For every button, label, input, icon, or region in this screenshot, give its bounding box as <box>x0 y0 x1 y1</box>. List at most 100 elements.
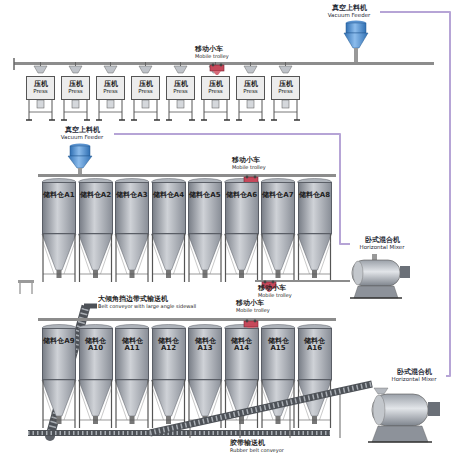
silo-frame <box>115 325 149 429</box>
storage-silo: 储料仓A10 <box>79 328 113 380</box>
node-subtitle: Press <box>208 89 222 95</box>
press-box: 压机Press <box>61 76 90 100</box>
storage-silo: 储料仓A3 <box>115 182 149 234</box>
node-subtitle: Press <box>68 89 82 95</box>
silo-frame <box>261 179 295 283</box>
storage-silo: 储料仓A7 <box>261 182 295 234</box>
mixer-motor <box>400 266 410 278</box>
collecting-belt <box>28 430 330 436</box>
node-title: 压机 <box>209 81 223 88</box>
silo-frame <box>152 179 186 283</box>
mobile-trolley <box>210 64 224 75</box>
mixer-endcap <box>353 261 363 285</box>
node-subtitle: Press <box>138 89 152 95</box>
mixer-endcap <box>373 395 385 425</box>
storage-silo: 储料仓A13 <box>188 328 222 380</box>
storage-silo: 储料仓A9 <box>42 328 76 380</box>
storage-silo: 储料仓A15 <box>261 328 295 380</box>
storage-silo: 储料仓A12 <box>152 328 186 380</box>
stand-leg <box>20 283 21 294</box>
node-title: 储料仓A3 <box>116 192 147 199</box>
feeder-pipe <box>78 168 82 174</box>
feeder-pipe <box>354 48 358 62</box>
node-title: 压机 <box>279 81 293 88</box>
feeder-cone <box>68 156 92 168</box>
material-pipe <box>114 134 350 244</box>
feeder-body <box>346 23 366 33</box>
silo-frame <box>42 179 76 283</box>
press-frame <box>61 62 90 120</box>
storage-silo: 储料仓A11 <box>115 328 149 380</box>
press-box: 压机Press <box>166 76 195 100</box>
node-subtitle: Press <box>33 89 47 95</box>
node-title: 储料仓A15 <box>262 338 294 353</box>
node-title: 储料仓A6 <box>226 192 257 199</box>
bottom-rail <box>38 318 336 321</box>
silo-frame <box>115 179 149 283</box>
callout-label: 胶带输送机 <box>230 440 265 447</box>
node-subtitle: Vacuum Feeder <box>328 13 371 19</box>
equipment-label: 卧式混合机Horizontal Mixer <box>350 234 414 254</box>
mixer-stand <box>372 426 428 442</box>
press-box: 压机Press <box>131 76 160 100</box>
material-pipe <box>380 12 450 376</box>
node-title: 压机 <box>104 81 118 88</box>
node-subtitle: Press <box>243 89 257 95</box>
press-frame <box>26 62 55 120</box>
press-frame <box>166 62 195 120</box>
press-box: 压机Press <box>26 76 55 100</box>
callout-label: 大倾角挡边带式输送机 <box>98 296 168 303</box>
node-title: 卧式混合机 <box>397 369 432 376</box>
storage-silo: 储料仓A8 <box>298 182 332 234</box>
node-title: 储料仓A16 <box>299 338 331 353</box>
press-frame <box>236 62 265 120</box>
silo-frame <box>79 325 113 429</box>
storage-silo: 储料仓A6 <box>225 182 259 234</box>
storage-silo: 储料仓A1 <box>42 182 76 234</box>
press-frame <box>271 62 300 120</box>
node-title: 储料仓A4 <box>153 192 184 199</box>
node-title: 储料仓A8 <box>299 192 330 199</box>
callout-label: 移动小车 <box>258 285 286 292</box>
mixer-drum <box>352 260 400 286</box>
callout-label: 移动小车 <box>236 300 264 307</box>
node-subtitle: Horizontal Mixer <box>360 245 405 251</box>
node-subtitle: Press <box>103 89 117 95</box>
press-frame <box>201 62 230 120</box>
conveyor-head <box>84 304 97 309</box>
callout-label: 移动小车 <box>195 46 223 53</box>
node-title: 储料仓A14 <box>226 338 258 353</box>
node-title: 压机 <box>139 81 153 88</box>
node-title: 储料仓A13 <box>189 338 221 353</box>
silo-frame <box>42 325 76 429</box>
callout-label: Belt conveyor with large angle sidewall <box>98 304 196 309</box>
stand-leg <box>32 283 33 294</box>
storage-silo: 储料仓A16 <box>298 328 332 380</box>
mixer-drum <box>372 394 428 426</box>
callout-label: Mobile trolley <box>195 54 229 59</box>
mixer-stand <box>354 286 398 298</box>
mixer-base <box>350 297 402 299</box>
press-frame <box>96 62 125 120</box>
equipment-label: 真空上料机Vacuum Feeder <box>50 124 114 144</box>
mixer-base <box>368 441 432 443</box>
storage-silo: 储料仓A4 <box>152 182 186 234</box>
node-title: 储料仓A9 <box>43 338 74 345</box>
silo-frame <box>188 179 222 283</box>
node-subtitle: Horizontal Mixer <box>392 377 437 383</box>
storage-silo: 储料仓A5 <box>188 182 222 234</box>
node-title: 储料仓A2 <box>80 192 111 199</box>
callout-label: 移动小车 <box>232 157 260 164</box>
node-title: 储料仓A1 <box>43 192 74 199</box>
press-frame <box>131 62 160 120</box>
callout-label: Mobile trolley <box>232 165 266 170</box>
node-title: 储料仓A12 <box>153 338 185 353</box>
node-subtitle: Press <box>173 89 187 95</box>
stand-top <box>18 280 34 283</box>
silo-frame <box>298 325 332 429</box>
silo-frame <box>152 325 186 429</box>
node-title: 储料仓A5 <box>189 192 220 199</box>
